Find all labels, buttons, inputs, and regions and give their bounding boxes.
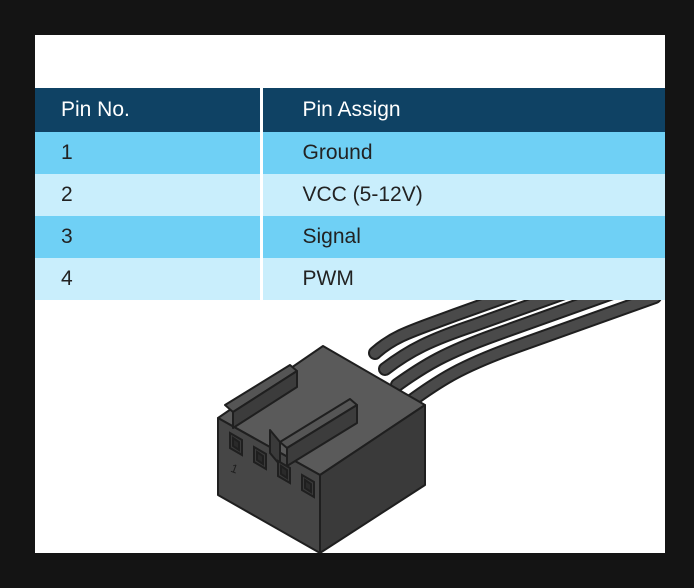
table-row: 4 PWM [35,258,665,300]
connector-housing [217,345,426,553]
pin-one-marker: 1 [229,461,240,477]
table-row: 3 Signal [35,216,665,258]
header-pin-assign: Pin Assign [261,88,665,132]
pin-hole-2 [253,445,267,471]
fan-connector-illustration: 1 [217,258,662,553]
pin-hole-3 [277,459,291,485]
connector-pin-holes [229,431,315,499]
table-row: 1 Ground [35,132,665,174]
pinout-figure: 1 Pin No. Pin Assign 1 Ground 2 VCC (5-1… [35,35,665,553]
pin-hole-4 [301,473,315,499]
cell-pin-no: 4 [35,258,263,300]
cell-pin-no: 3 [35,216,263,258]
table-row: 2 VCC (5-12V) [35,174,665,216]
header-pin-no: Pin No. [35,88,263,132]
pin-hole-1 [229,431,243,457]
pin-assignment-table: Pin No. Pin Assign 1 Ground 2 VCC (5-12V… [35,88,665,300]
cell-pin-assign: VCC (5-12V) [261,174,665,216]
cell-pin-assign: Ground [261,132,665,174]
cell-pin-no: 2 [35,174,263,216]
connector-wires [368,258,662,408]
table-header-row: Pin No. Pin Assign [35,88,665,132]
cell-pin-assign: PWM [261,258,665,300]
cell-pin-no: 1 [35,132,263,174]
cell-pin-assign: Signal [261,216,665,258]
